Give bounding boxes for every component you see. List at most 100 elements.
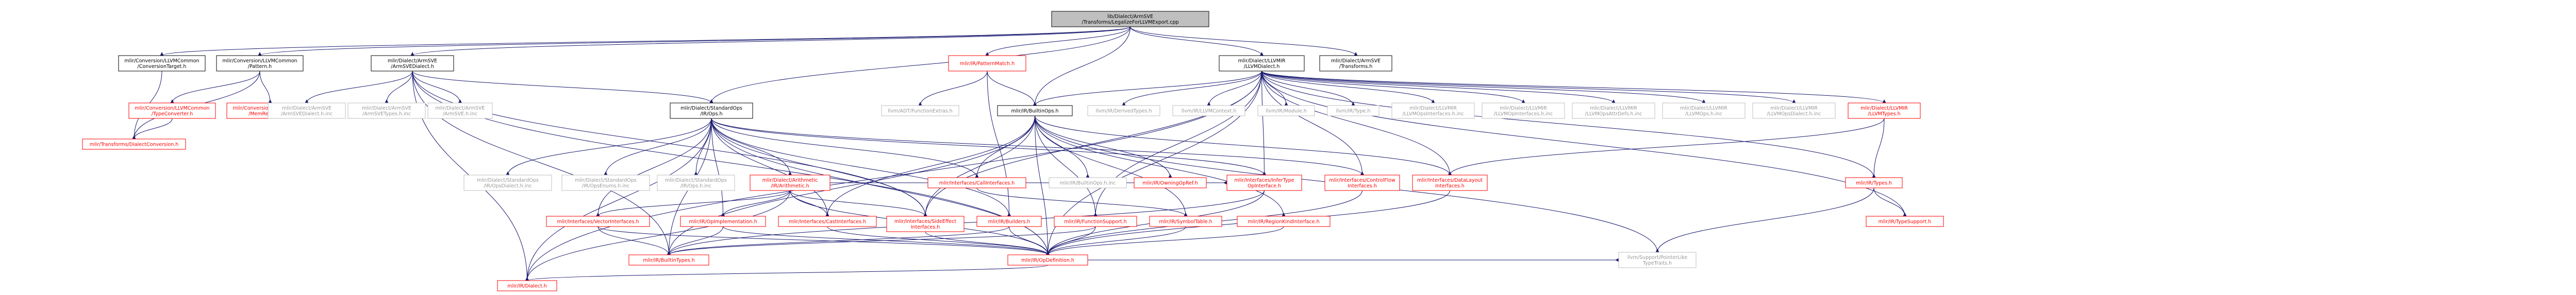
- include-node-typeconverter[interactable]: mlir/Conversion/LLVMCommon/TypeConverter…: [128, 102, 216, 119]
- edge-sideeffect-to-opdefinition: [925, 231, 1050, 255]
- node-layer: lib/Dialect/ArmSVE/Transforms/LegalizeFo…: [82, 11, 1944, 291]
- edge-llvmdialect-to-sideeffect: [923, 71, 1262, 217]
- edge-pattern-to-memrefbuilder: [259, 71, 272, 103]
- include-node-armsvedialect[interactable]: mlir/Dialect/ArmSVE/ArmSVEDialect.h: [371, 55, 454, 72]
- node-label-line: /LLVMDialect.h: [1244, 64, 1280, 70]
- node-label-line: /IR/OpsDialect.h.inc: [484, 183, 531, 189]
- node-box: [1866, 216, 1944, 227]
- node-label-line: TypeTraits.h: [1642, 261, 1672, 266]
- dependency-edge: [1093, 71, 1262, 217]
- node-box: [1054, 216, 1137, 227]
- edge-stdops-to-builders: [711, 118, 1011, 217]
- include-node-builtinops[interactable]: mlir/IR/BuiltinOps.h: [997, 105, 1073, 116]
- node-label-line: mlir/Dialect/ArmSVE: [435, 106, 485, 111]
- include-node-llvmopsdialect_inc: mlir/Dialect/LLVMIR/LLVMOpsDialect.h.inc: [1752, 102, 1836, 119]
- dependency-edge: [667, 226, 1009, 255]
- dependency-edge: [1872, 118, 1885, 178]
- edge-llvmdialect-to-infertype: [1261, 71, 1266, 176]
- edge-arithmetic-to-sideeffect: [790, 190, 927, 217]
- edge-arithmetic-to-vectorinterfaces: [596, 190, 790, 217]
- edge-armsvedialect-to-armsvetypes_inc: [385, 71, 413, 103]
- node-box: [118, 55, 206, 72]
- include-node-builtintypes[interactable]: mlir/IR/BuiltinTypes.h: [628, 254, 709, 266]
- edge-llvmdialect-to-irtype: [1261, 71, 1355, 106]
- dependency-edge: [1130, 26, 1264, 56]
- include-node-functionsupport[interactable]: mlir/IR/FunctionSupport.h: [1054, 216, 1137, 227]
- dependency-edge: [975, 115, 1035, 178]
- node-box: [1319, 55, 1392, 72]
- node-label-line: mlir/IR/Dialect.h: [507, 284, 547, 289]
- include-node-regionkind[interactable]: mlir/IR/RegionKindInterface.h: [1237, 216, 1331, 227]
- edge-irtypes-to-pointerlike: [1655, 187, 1874, 253]
- include-node-owningopref[interactable]: mlir/IR/OwningOpRef.h: [1134, 177, 1207, 188]
- include-node-irtypes[interactable]: mlir/IR/Types.h: [1845, 177, 1903, 188]
- edge-builtinops-to-sideeffect: [923, 115, 1035, 217]
- include-node-llvmops_inc: mlir/Dialect/LLVMIR/LLVMOps.h.inc: [1662, 102, 1746, 119]
- node-label-line: /LLVMOpInterfaces.h.inc: [1494, 111, 1553, 117]
- node-box: [1051, 11, 1209, 27]
- dependency-edge: [1261, 71, 1452, 176]
- edge-builtinops-to-builtintypes: [667, 115, 1035, 255]
- node-label-line: mlir/IR/Builders.h: [988, 219, 1031, 225]
- dependency-edge: [1130, 26, 1358, 56]
- node-label-line: mlir/IR/OwningOpRef.h: [1142, 181, 1198, 186]
- include-node-stdops[interactable]: mlir/Dialect/StandardOps/IR/Ops.h: [670, 102, 753, 119]
- include-node-callinterfaces[interactable]: mlir/Interfaces/CallInterfaces.h: [927, 177, 1026, 188]
- include-node-builders[interactable]: mlir/IR/Builders.h: [976, 216, 1042, 227]
- include-node-armsve_inc: mlir/Dialect/ArmSVE/ArmSVE.h.inc: [427, 102, 493, 119]
- dependency-edge: [985, 26, 1131, 56]
- include-node-opimplementation[interactable]: mlir/IR/OpImplementation.h: [680, 216, 766, 227]
- include-node-pattern[interactable]: mlir/Conversion/LLVMCommon/Pattern.h: [216, 55, 304, 72]
- include-node-vectorinterfaces[interactable]: mlir/Interfaces/VectorInterfaces.h: [546, 216, 650, 227]
- node-label-line: mlir/Dialect/LLVMIR: [1409, 106, 1457, 111]
- edge-vectorinterfaces-to-opdefinition: [597, 226, 1050, 255]
- edge-llvmdialect-to-builtinops: [1033, 71, 1262, 106]
- include-node-symboltable[interactable]: mlir/IR/SymbolTable.h: [1149, 216, 1222, 227]
- dependency-edge: [711, 118, 725, 217]
- edge-root-to-stdops: [709, 26, 1131, 103]
- include-node-convtarget[interactable]: mlir/Conversion/LLVMCommon/ConversionTar…: [118, 55, 206, 72]
- dependency-edge: [1033, 71, 1262, 106]
- node-box: [628, 254, 709, 266]
- dependency-edge: [1207, 71, 1262, 106]
- node-label-line: mlir/Dialect/ArmSVE: [1331, 58, 1381, 64]
- node-label-line: mlir/IR/FunctionSupport.h: [1064, 219, 1126, 225]
- node-label-line: mlir/IR/BuiltinOps.h: [1011, 109, 1059, 114]
- root-file-node[interactable]: lib/Dialect/ArmSVE/Transforms/LegalizeFo…: [1051, 11, 1209, 27]
- edge-root-to-armsvetransforms: [1130, 26, 1358, 56]
- edge-root-to-llvmdialect: [1130, 26, 1264, 56]
- include-node-armsvetransforms[interactable]: mlir/Dialect/ArmSVE/Transforms.h: [1319, 55, 1392, 72]
- include-node-llvmopinterfaces: mlir/Dialect/LLVMIR/LLVMOpInterfaces.h.i…: [1482, 102, 1565, 119]
- node-label-line: mlir/Dialect/StandardOps: [680, 106, 742, 111]
- include-node-dialect[interactable]: mlir/IR/Dialect.h: [497, 280, 557, 291]
- node-label-line: Interfaces.h: [1348, 183, 1377, 189]
- dependency-edge: [1035, 115, 1098, 217]
- edge-functionsupport-to-opdefinition: [1046, 226, 1096, 255]
- node-label-line: mlir/Dialect/StandardOps: [575, 178, 637, 183]
- include-node-opdefinition[interactable]: mlir/IR/OpDefinition.h: [1007, 254, 1088, 266]
- dependency-edge: [711, 118, 1364, 176]
- include-node-llvmtypes[interactable]: mlir/Dialect/LLVMIR/LLVMTypes.h: [1848, 102, 1921, 119]
- include-node-typesupport[interactable]: mlir/IR/TypeSupport.h: [1866, 216, 1944, 227]
- node-box: [1412, 175, 1488, 191]
- include-node-dialectconversion[interactable]: mlir/Transforms/DialectConversion.h: [82, 138, 186, 150]
- dependency-edge: [1261, 71, 1907, 217]
- include-node-patternmatch[interactable]: mlir/IR/PatternMatch.h: [948, 55, 1026, 72]
- node-label-line: mlir/Interfaces/CallInterfaces.h: [939, 181, 1015, 186]
- edge-arithmetic-to-dialect: [525, 190, 790, 281]
- include-node-arithmetic[interactable]: mlir/Dialect/Arithmetic/IR/Arithmetic.h: [750, 175, 830, 191]
- node-label-line: /IR/Arithmetic.h: [771, 183, 809, 189]
- node-box: [881, 105, 959, 116]
- dependency-edge: [667, 226, 1096, 255]
- include-node-llvmdialect[interactable]: mlir/Dialect/LLVMIR/LLVMDialect.h: [1219, 55, 1305, 72]
- edge-llvmdialect-to-llvmopsdialect_inc: [1261, 71, 1796, 103]
- include-node-stdops_inc: mlir/Dialect/StandardOps/IR/Ops.h.inc: [657, 175, 735, 191]
- node-label-line: /LLVMOps.h.inc: [1685, 111, 1722, 117]
- include-node-castinterfaces[interactable]: mlir/Interfaces/CastInterfaces.h: [778, 216, 877, 227]
- dependency-edge: [1261, 71, 1435, 103]
